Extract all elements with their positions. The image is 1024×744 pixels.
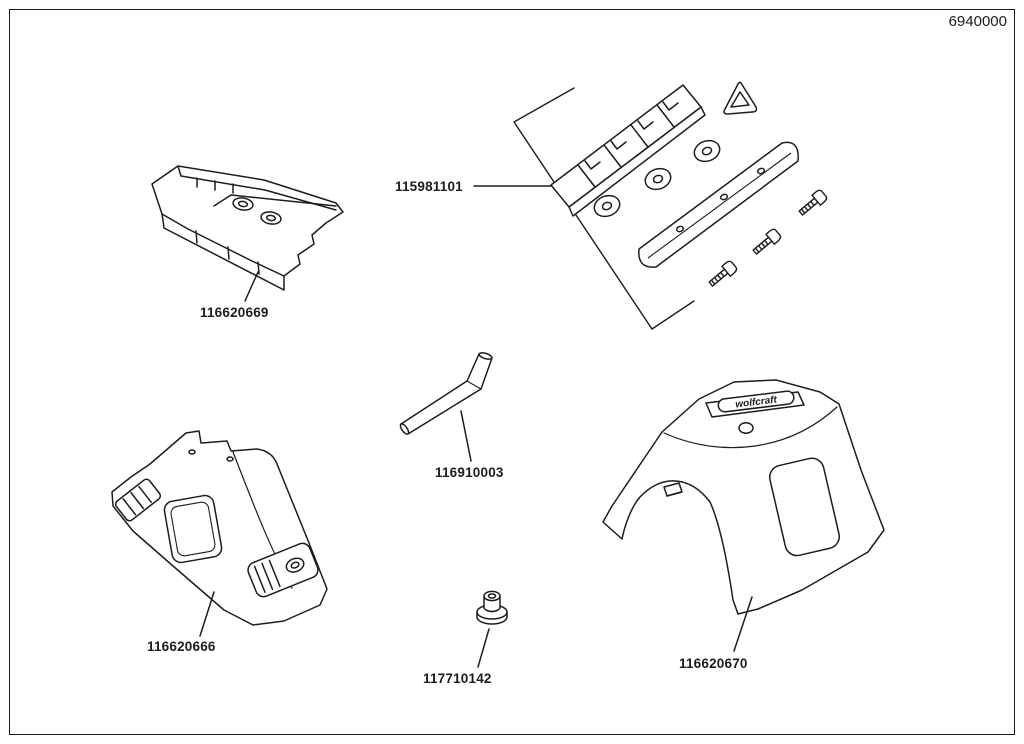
foot-outline [111,430,328,626]
washer-hole [652,174,664,184]
cover-latch-line [666,491,682,497]
jaw-pad-body [638,141,799,268]
allen-key-tip [478,352,493,360]
screw-icon [708,260,738,287]
cover-top-crease [663,406,838,449]
cover-outline [602,379,885,615]
clamp-jaw-notch [662,101,679,111]
screws-drawing [708,189,828,287]
angle-plate-hole-inner [265,214,277,222]
foot-right-pad [247,542,319,598]
jaw-pad-edge [647,152,792,259]
angle-plate-hole-inner [237,200,249,208]
cover-side-window [768,457,840,557]
jaw-pad-hole [719,193,729,201]
clamp-jaw-rib [630,124,649,148]
document-number: 6940000 [948,13,1007,30]
clamp-jaw-notch [584,160,601,170]
washer-hole [601,201,613,211]
cover-top-hole [738,422,754,434]
leader-line-116910003 [460,410,472,462]
allen-key-body [400,353,493,435]
allen-key-end [399,423,410,435]
assembly-group-bracket [473,87,695,330]
angle-plate-tooth [257,261,260,275]
jaw-pad-hole [675,225,685,233]
brand-logo-text: wolfcraft [735,394,778,410]
part-label-115981101: 115981101 [395,179,463,194]
washers-drawing [593,139,721,218]
part-label-116620670: 116620670 [679,656,748,671]
foot-boss [226,456,234,462]
angle-plate-tooth [227,246,230,260]
angle-plate-tooth [195,230,198,244]
allen-key-drawing [399,352,493,462]
clamp-jaw-rib [656,104,675,128]
jaw-pad-hole [756,167,766,175]
foot-drawing [111,430,328,637]
part-label-116620666: 116620666 [147,639,216,654]
cap-nut-hole [487,593,497,599]
allen-key-bend-line [466,380,482,390]
jaw-pad-drawing [638,141,799,268]
cap-nut-drawing [476,590,508,668]
leader-line-116620666 [199,591,215,637]
clamp-jaw-notch [637,120,654,130]
leader-line-116620670 [733,596,753,652]
leader-line-117710142 [477,628,490,668]
angle-plate-arm [213,194,337,207]
part-label-116910003: 116910003 [435,465,504,480]
foot-knob-inner [290,561,300,569]
foot-opening-rim [170,501,216,557]
foot-opening [163,494,223,564]
foot-boss [188,449,196,455]
part-label-116620669: 116620669 [200,305,269,320]
triangle-ring-drawing [723,81,758,115]
angle-plate-drawing [151,165,344,302]
page-frame [9,9,1015,735]
screw-icon [798,189,828,216]
triangle-ring-inner [730,91,750,108]
clamp-jaw-rib [603,144,622,168]
washer-hole [701,146,713,156]
clamp-jaw-body [550,84,702,208]
angle-plate-rim [177,165,337,211]
cover-drawing: wolfcraft [602,379,885,652]
clamp-jaw-notch [610,140,627,150]
clamp-jaw-drawing [550,84,706,217]
angle-plate-top-face [151,165,344,277]
foot-left-pad [114,478,162,522]
screw-icon [752,228,782,255]
cover-logo-plate [717,390,795,413]
clamp-jaw-rib [577,164,596,188]
leader-line-116620669 [244,271,259,302]
part-label-117710142: 117710142 [423,671,492,686]
group-bracket-line [513,87,695,330]
